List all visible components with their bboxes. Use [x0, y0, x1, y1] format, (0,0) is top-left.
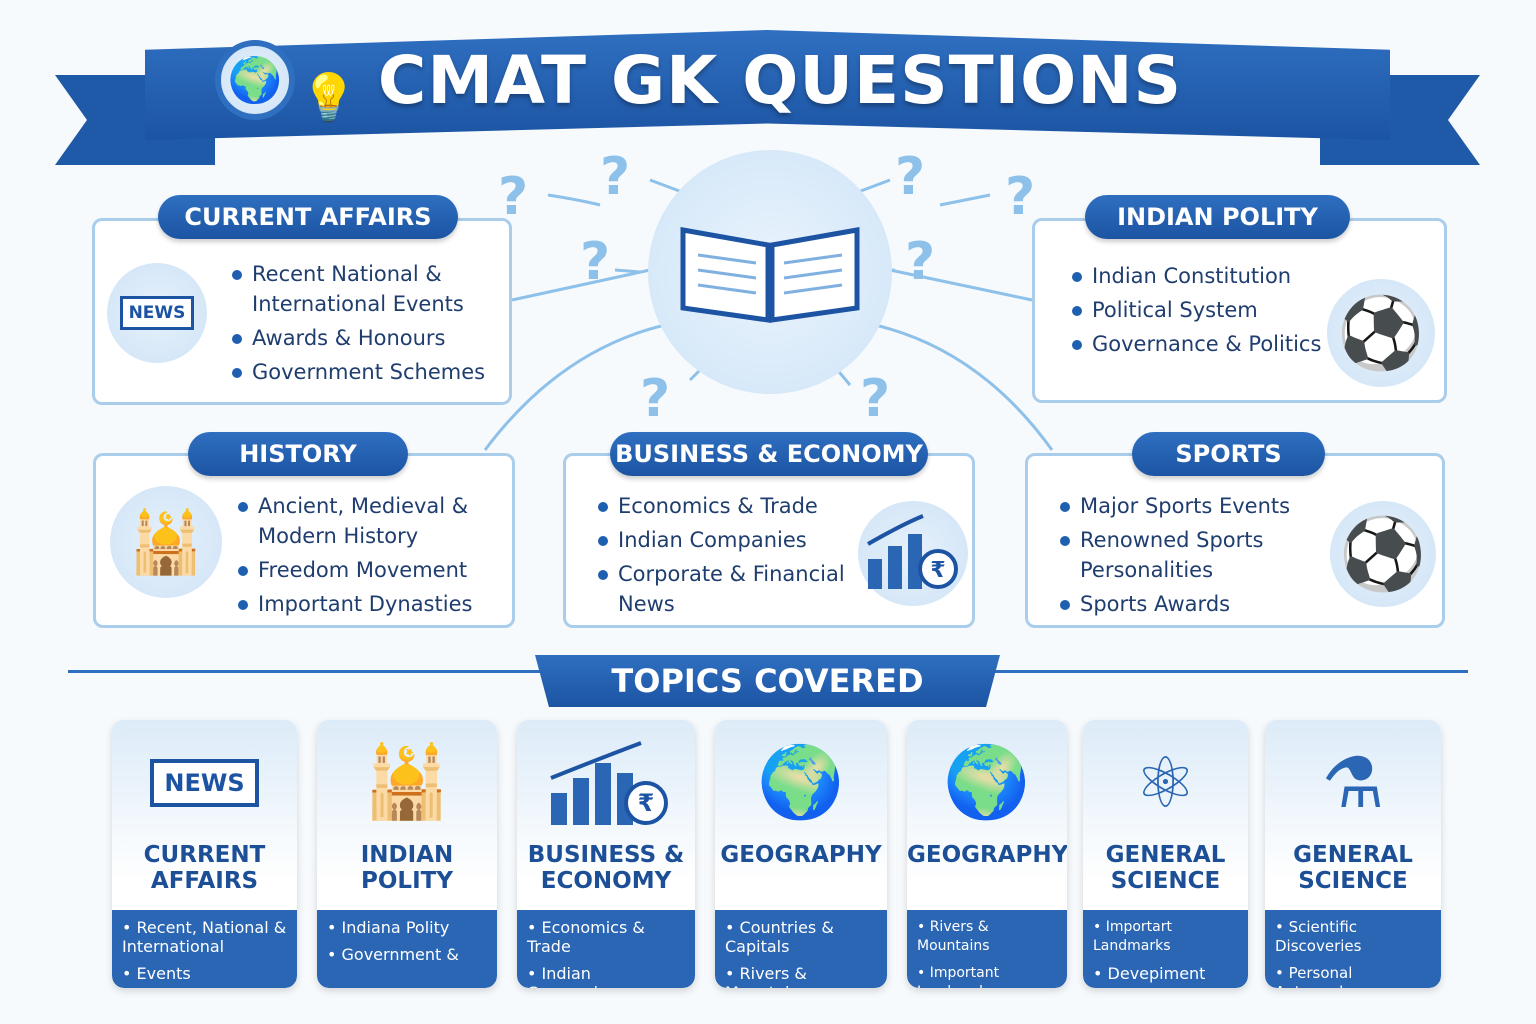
card-title: GEOGRAPHY [907, 842, 1067, 868]
business-economy-box: Economics & Trade Indian Companies Corpo… [563, 453, 975, 628]
history-box: 🕌 Ancient, Medieval & Modern History Fre… [93, 453, 515, 628]
question-mark-icon: ? [600, 147, 631, 207]
card-title: GEOGRAPHY [720, 842, 882, 868]
list-item: Important Dynasties [236, 589, 506, 619]
list-item: Governance & Politics [1070, 329, 1330, 359]
topics-covered-banner: TOPICS COVERED [535, 655, 1000, 707]
topic-card-general-science: ⚛ GENERAL SCIENCE • Importart Landmarks •… [1083, 720, 1248, 988]
card-item: • Government & [327, 945, 459, 964]
globe-icon: 🌍 [943, 741, 1031, 823]
indian-polity-box: Indian Constitution Political System Gov… [1032, 218, 1447, 403]
chart-rupee-icon: ₹ [858, 501, 968, 606]
card-item: • Importart Landmarks [1093, 919, 1172, 954]
business-list: Economics & Trade Indian Companies Corpo… [596, 491, 861, 623]
card-item: • Indiana Polity [327, 918, 450, 937]
card-item: • Economics & Trade [527, 918, 645, 956]
monument-icon: 🕌 [110, 486, 222, 598]
card-item: • Indian Companies [527, 964, 616, 988]
topic-card-business-economy: ₹ BUSINESS & ECONOMY • Economics & Trade… [517, 720, 695, 988]
flask-icon: ⚗ [1321, 741, 1385, 824]
card-title: GENERAL SCIENCE [1105, 842, 1226, 894]
svg-text:₹: ₹ [930, 558, 945, 583]
card-item: • Scientific Discoveries [1275, 918, 1362, 955]
list-item: Freedom Movement [236, 555, 506, 585]
card-item: • Rivers & Mountains [917, 919, 990, 954]
lightbulb-icon: 💡 [300, 70, 358, 124]
newspaper-icon: NEWS [107, 263, 207, 363]
question-mark-icon: ? [895, 147, 926, 207]
card-title: INDIAN POLITY [360, 842, 454, 894]
atom-icon: ⚛ [1134, 741, 1197, 824]
card-title: BUSINESS & ECONOMY [527, 842, 685, 894]
list-item: Major Sports Events [1058, 491, 1328, 521]
question-mark-icon: ? [498, 167, 529, 227]
topic-card-geography: 🌍 GEOGRAPHY • Countries & Capitals • Rive… [715, 720, 887, 988]
title-banner [145, 30, 1390, 140]
indian-polity-label: INDIAN POLITY [1085, 195, 1350, 239]
list-item: Renowned Sports Personalities [1058, 525, 1328, 585]
topic-card-geography-2: 🌍 GEOGRAPHY • Rivers & Mountains • Import… [907, 720, 1067, 988]
card-item: • Countries & Capitals [725, 918, 834, 956]
globe-magnifier-icon: 🌍 [215, 40, 295, 120]
monument-icon: 🕌 [363, 741, 451, 823]
football-icon: ⚽ [1330, 501, 1436, 607]
card-title: GENERAL SCIENCE [1293, 842, 1413, 894]
chart-rupee-icon: ₹ [517, 730, 695, 835]
indian-polity-list: Indian Constitution Political System Gov… [1070, 261, 1330, 363]
card-item: • Events [122, 964, 191, 983]
card-item: • Devepiment [1093, 964, 1206, 983]
list-item: Recent National & International Events [230, 259, 500, 319]
question-mark-icon: ? [580, 232, 611, 292]
connector-lines [483, 178, 1054, 451]
list-item: Indian Constitution [1070, 261, 1330, 291]
card-item: • Recent, National & International [122, 918, 287, 956]
football-icon: ⚽ [1327, 279, 1435, 387]
globe-icon: 🌍 [757, 741, 845, 823]
page-title: CMAT GK QUESTIONS [377, 42, 1183, 119]
current-affairs-box: NEWS Recent National & International Eve… [92, 218, 512, 405]
question-mark-icon: ? [860, 369, 891, 429]
list-item: Indian Companies [596, 525, 861, 555]
card-item: • Personal Antmmals [1275, 964, 1353, 988]
sports-list: Major Sports Events Renowned Sports Pers… [1058, 491, 1328, 623]
card-title: CURRENT AFFAIRS [143, 842, 266, 894]
open-book-icon [680, 227, 860, 323]
list-item: Government Schemes [230, 357, 500, 387]
sports-box: Major Sports Events Renowned Sports Pers… [1025, 453, 1445, 628]
question-mark-icon: ? [640, 369, 671, 429]
question-mark-icon: ? [1005, 167, 1036, 227]
question-mark-icon: ? [905, 232, 936, 292]
list-item: Corporate & Financial News [596, 559, 861, 619]
list-item: Ancient, Medieval & Modern History [236, 491, 506, 551]
history-label: HISTORY [188, 432, 408, 476]
topic-card-current-affairs: NEWS CURRENT AFFAIRS • Recent, National … [112, 720, 297, 988]
svg-text:₹: ₹ [638, 789, 655, 817]
list-item: Political System [1070, 295, 1330, 325]
business-economy-label: BUSINESS & ECONOMY [610, 432, 928, 476]
current-affairs-list: Recent National & International Events A… [230, 259, 500, 391]
list-item: Sports Awards [1058, 589, 1328, 619]
card-item: • Rivers & Mountains [725, 964, 808, 988]
current-affairs-label: CURRENT AFFAIRS [158, 195, 458, 239]
history-list: Ancient, Medieval & Modern History Freed… [236, 491, 506, 623]
sports-label: SPORTS [1132, 432, 1325, 476]
list-item: Awards & Honours [230, 323, 500, 353]
card-item: • Important Landmarks [917, 965, 1000, 988]
list-item: Economics & Trade [596, 491, 861, 521]
newspaper-icon: NEWS [112, 730, 297, 835]
topic-card-general-science-2: ⚗ GENERAL SCIENCE • Scientific Discoveri… [1265, 720, 1441, 988]
topic-card-indian-polity: 🕌 INDIAN POLITY • Indiana Polity • Govern… [317, 720, 497, 988]
open-book-hub [648, 150, 892, 394]
